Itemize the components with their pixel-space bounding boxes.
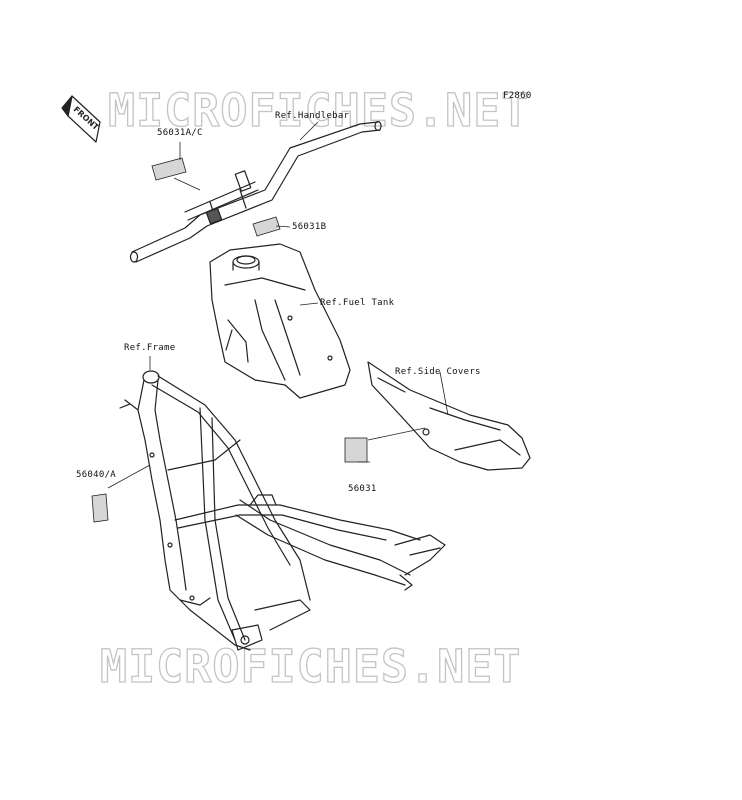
decal-56031b (252, 216, 281, 237)
decal-56040a (91, 493, 109, 523)
leader-lines (107, 121, 449, 489)
decal-56031ac (151, 157, 187, 181)
figure-code: F2860 (503, 91, 532, 101)
side-cover-drawing (367, 361, 531, 471)
handlebar-drawing (129, 120, 382, 263)
label-56031b[interactable]: 56031B (292, 222, 327, 232)
label-ref-frame[interactable]: Ref.Frame (124, 343, 176, 353)
label-56040a[interactable]: 56040/A (76, 470, 117, 480)
watermark-top: MICROFICHES.NET (107, 83, 530, 137)
decal-56031 (344, 437, 368, 463)
frame-drawing (119, 370, 446, 651)
label-ref-side-covers[interactable]: Ref.Side Covers (395, 367, 481, 377)
label-56031[interactable]: 56031 (348, 484, 377, 494)
label-56031ac[interactable]: 56031A/C (157, 128, 203, 138)
label-ref-handlebar[interactable]: Ref.Handlebar (275, 111, 350, 121)
front-arrow-icon: FRONT (61, 95, 101, 143)
label-ref-fuel-tank[interactable]: Ref.Fuel Tank (320, 298, 395, 308)
watermark-bottom: MICROFICHES.NET (99, 639, 522, 693)
fuel-tank-drawing (209, 243, 351, 399)
